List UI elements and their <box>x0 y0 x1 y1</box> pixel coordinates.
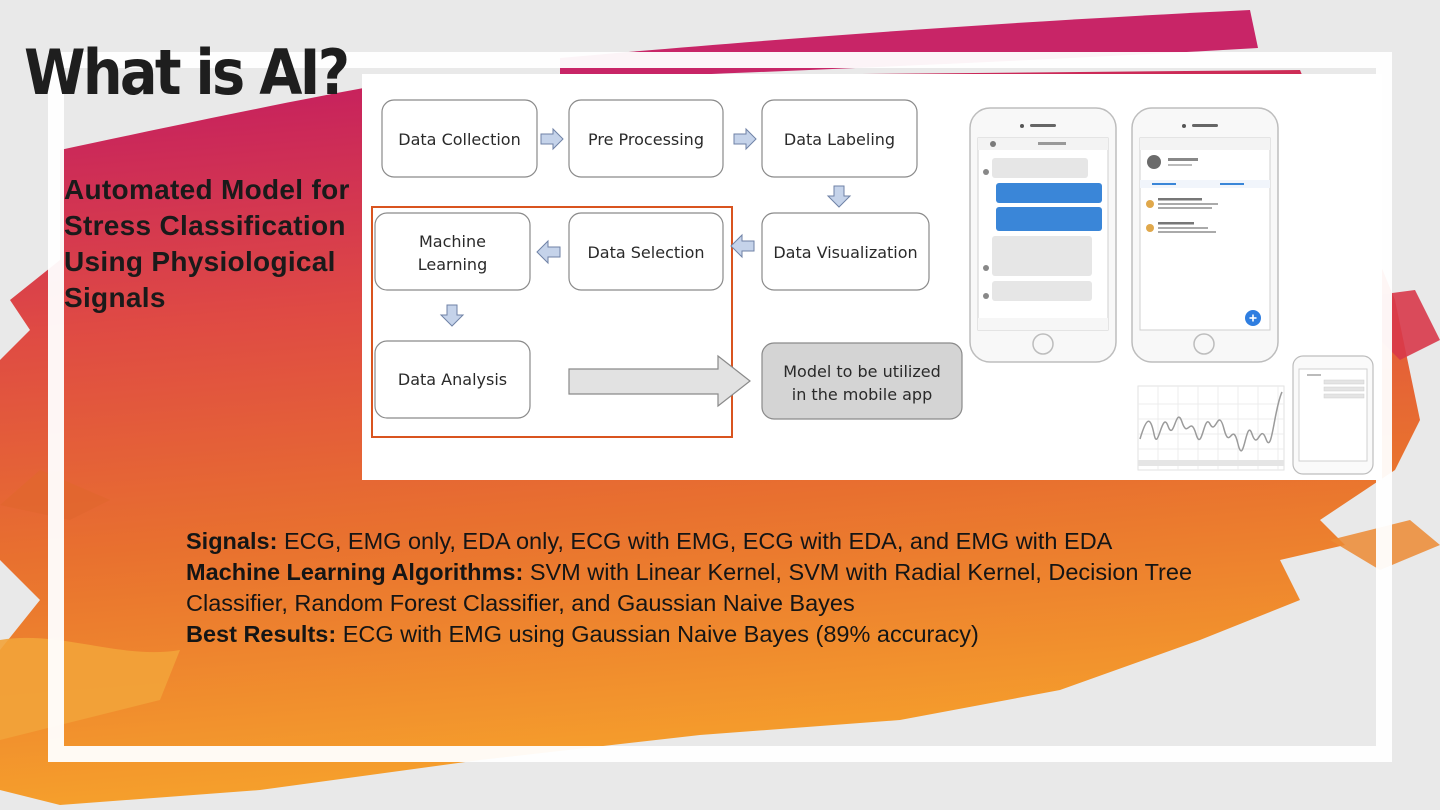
box-data-selection-label: Data Selection <box>587 243 704 262</box>
highlight-box <box>371 206 733 438</box>
signal-chart <box>1137 385 1285 471</box>
arrow-left-icon <box>536 239 561 265</box>
arrow-right-icon <box>733 128 757 150</box>
box-machine-learning-line1: Machine <box>419 232 486 251</box>
slide-title: What is AI? <box>24 36 350 109</box>
box-data-collection-label: Data Collection <box>398 130 520 149</box>
box-machine-learning-line2: Learning <box>418 255 487 274</box>
box-pre-processing-label: Pre Processing <box>588 130 704 149</box>
box-data-analysis-label: Data Analysis <box>398 370 507 389</box>
box-data-analysis: Data Analysis <box>374 340 531 419</box>
phone-mockup-chat <box>969 107 1117 363</box>
bullet-ml-algorithms: Machine Learning Algorithms: SVM with Li… <box>186 557 1276 619</box>
bullet-signals: Signals: ECG, EMG only, EDA only, ECG wi… <box>186 526 1276 557</box>
box-model-mobile-app: Model to be utilized in the mobile app <box>761 342 963 420</box>
phone-mockup-information <box>1131 107 1279 363</box>
box-data-labeling-label: Data Labeling <box>784 130 895 149</box>
box-pre-processing: Pre Processing <box>568 99 724 178</box>
box-data-collection: Data Collection <box>381 99 538 178</box>
box-data-visualization-label: Data Visualization <box>773 243 917 262</box>
box-model-line1: Model to be utilized <box>783 362 941 381</box>
bullet-best-results: Best Results: ECG with EMG using Gaussia… <box>186 619 1276 650</box>
bullet-signals-text: ECG, EMG only, EDA only, ECG with EMG, E… <box>277 528 1113 554</box>
pipeline-figure: Data Collection Pre Processing Data Labe… <box>362 74 1382 480</box>
box-data-labeling: Data Labeling <box>761 99 918 178</box>
bullet-list: Signals: ECG, EMG only, EDA only, ECG wi… <box>186 526 1276 650</box>
bullet-signals-label: Signals: <box>186 528 278 554</box>
box-data-selection: Data Selection <box>568 212 724 291</box>
phone-mockup-wireframe <box>1292 355 1374 475</box>
arrow-down-icon <box>826 185 852 208</box>
big-arrow-right-icon <box>568 354 751 408</box>
box-model-line2: in the mobile app <box>792 385 932 404</box>
box-machine-learning: Machine Learning <box>374 212 531 291</box>
box-data-visualization: Data Visualization <box>761 212 930 291</box>
bullet-ml-label: Machine Learning Algorithms: <box>186 559 524 585</box>
bullet-best-label: Best Results: <box>186 621 337 647</box>
arrow-down-icon <box>439 304 465 327</box>
arrow-left-icon <box>730 233 755 259</box>
slide-subtitle: Automated Model for Stress Classificatio… <box>64 174 350 313</box>
bullet-best-text: ECG with EMG using Gaussian Naive Bayes … <box>336 621 979 647</box>
bullet-ml-text: SVM with Linear Kernel, SVM with Radial … <box>186 559 1193 616</box>
arrow-right-icon <box>540 128 564 150</box>
